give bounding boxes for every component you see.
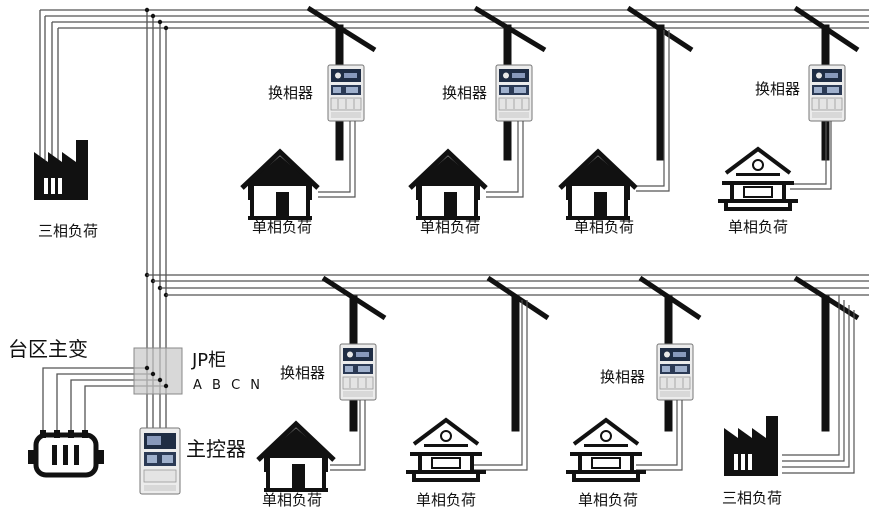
- house-top-1: [242, 152, 318, 220]
- text-labels: 三相负荷 换相器 换相器 换相器 单相负荷 单相负荷 单相负荷 单相负荷 台区主…: [8, 80, 800, 509]
- single-load-label-bottom-2: 单相负荷: [416, 491, 476, 509]
- phase-changer-label-bottom-1: 换相器: [280, 364, 325, 382]
- main-controller-device: [139, 427, 181, 495]
- house-bottom-1: [258, 424, 334, 492]
- service-drops: [318, 30, 855, 474]
- phase-changer-top-3: [808, 64, 846, 122]
- single-load-label-bottom-1: 单相负荷: [262, 491, 322, 509]
- transformer-icon: [28, 430, 104, 478]
- phase-changer-bottom-2: [656, 343, 694, 401]
- single-load-label-top-3: 单相负荷: [574, 218, 634, 236]
- jp-cabinet-dots: [144, 365, 169, 389]
- three-phase-load-bottom: [724, 416, 778, 476]
- three-phase-load-label-bottom: 三相负荷: [722, 489, 782, 507]
- house-top-2: [410, 152, 486, 220]
- jp-cabinet-box: [133, 347, 183, 395]
- villa-bottom-2: [404, 418, 488, 484]
- three-phase-load-label-top: 三相负荷: [38, 222, 98, 240]
- villa-bottom-3: [564, 418, 648, 484]
- phase-changer-label-top-3: 换相器: [755, 80, 800, 98]
- single-load-label-top-1: 单相负荷: [252, 218, 312, 236]
- jp-cabinet-label: JP柜: [191, 350, 226, 371]
- main-controller-label: 主控器: [186, 437, 246, 461]
- three-phase-load-top: [34, 140, 88, 200]
- single-load-label-top-2: 单相负荷: [420, 218, 480, 236]
- phase-changer-top-2: [495, 64, 533, 122]
- single-load-label-top-4: 单相负荷: [728, 218, 788, 236]
- house-top-3: [560, 152, 636, 220]
- phase-changer-label-top-1: 换相器: [268, 84, 313, 102]
- top-feeder-lines: [39, 9, 869, 160]
- phase-changer-label-bottom-2: 换相器: [600, 368, 645, 386]
- phases-label: A B C N: [193, 378, 263, 393]
- transformer-label: 台区主变: [8, 337, 88, 361]
- villa-top-4: [716, 147, 800, 213]
- phase-changer-label-top-2: 换相器: [442, 84, 487, 102]
- junction-dots: [144, 7, 169, 298]
- phase-changer-bottom-1: [339, 343, 377, 401]
- phase-changer-top-1: [327, 64, 365, 122]
- bottom-poles: [321, 275, 860, 432]
- bottom-feeder-lines: [147, 274, 869, 296]
- single-load-label-bottom-3: 单相负荷: [578, 491, 638, 509]
